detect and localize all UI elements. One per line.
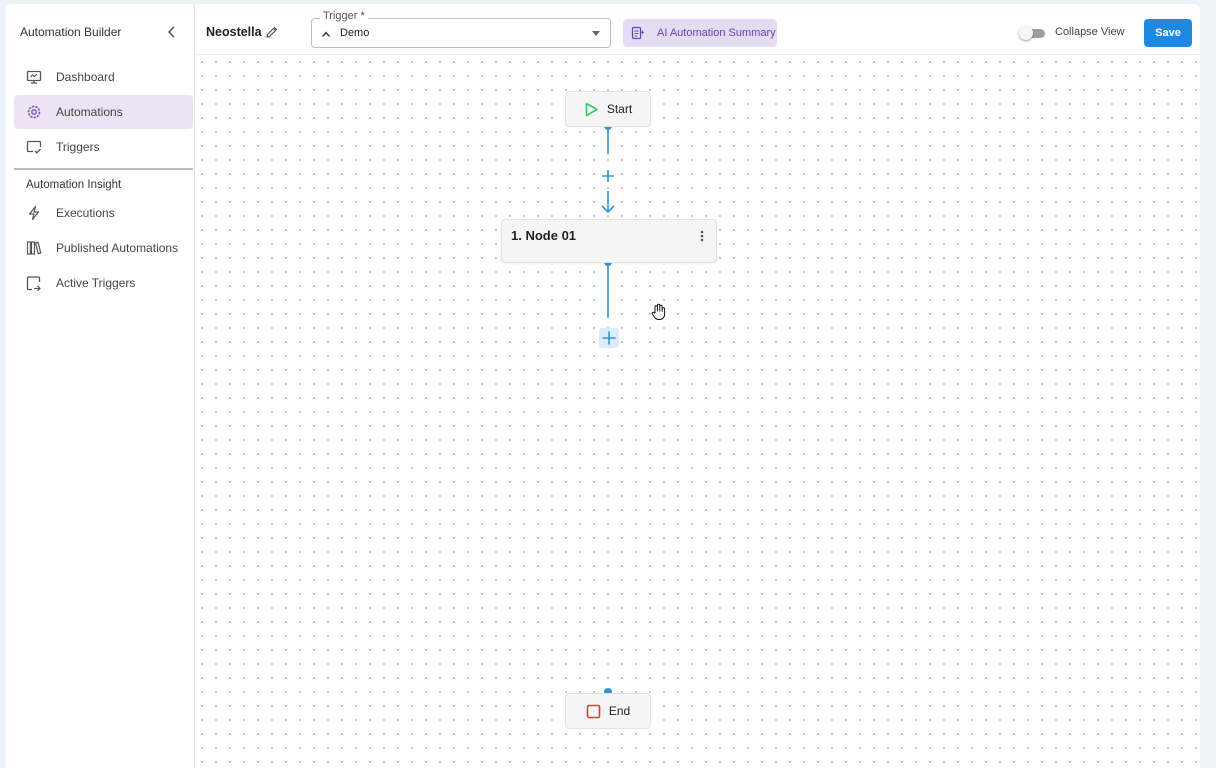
workflow-canvas[interactable]: Start 1. Node 01 End [195,55,1200,768]
node-menu-button[interactable] [696,228,708,244]
stop-icon [586,704,601,719]
dropdown-arrow-icon [592,31,600,36]
header-toolbar: Neostella Trigger * Demo AI Automation S… [195,4,1200,55]
start-node-label: Start [606,102,633,116]
more-vertical-icon [700,230,704,242]
sidebar-item-label: Dashboard [56,70,115,84]
end-node-label: End [608,704,631,718]
node-title: 1. Node 01 [511,228,577,243]
sidebar-item-automations[interactable]: Automations [14,95,193,129]
monitor-icon [26,69,42,85]
sidebar-section-title: Automation Insight [26,179,122,191]
sidebar-item-label: Triggers [56,140,100,154]
chevron-left-icon [167,26,175,38]
sidebar-item-triggers[interactable]: Triggers [14,130,193,164]
plus-icon [602,331,616,345]
collapse-view-label: Collapse View [1055,26,1125,38]
collapse-view-toggle[interactable] [1019,26,1047,40]
play-icon [584,102,599,117]
end-node[interactable]: End [565,693,651,729]
screen-check-icon [26,139,42,155]
sidebar-item-executions[interactable]: Executions [14,196,193,230]
project-name: Neostella [206,25,262,39]
automation-builder-app: Automation Builder Dashboard Automations… [6,4,1200,768]
arrow-down-icon [601,205,615,214]
document-sparkle-icon [631,26,645,40]
lightning-icon [26,205,42,221]
ai-automation-summary-label: AI Automation Summary [657,27,776,39]
plus-icon [602,170,614,182]
sidebar-divider [14,168,193,170]
sidebar-item-label: Active Triggers [56,276,136,290]
hand-cursor-icon [649,302,669,322]
sidebar-item-label: Published Automations [56,241,179,255]
toggle-track [1023,29,1045,38]
collapse-sidebar-button[interactable] [164,24,180,40]
save-button[interactable]: Save [1144,19,1192,47]
flow-connectors [601,122,615,696]
export-icon [26,275,42,291]
add-node-button[interactable] [599,328,619,348]
chevron-up-icon [320,27,332,39]
sidebar-item-label: Executions [56,206,115,220]
sidebar-item-active-triggers[interactable]: Active Triggers [14,266,193,300]
edit-name-button[interactable] [265,25,279,39]
trigger-select-value: Demo [340,27,370,39]
add-step-button[interactable] [599,167,617,185]
toggle-thumb [1019,26,1033,40]
ai-automation-summary-button[interactable]: AI Automation Summary [623,19,777,47]
sidebar-title: Automation Builder [20,25,122,39]
sidebar-item-label: Automations [56,105,123,119]
sidebar-item-published-automations[interactable]: Published Automations [14,231,193,265]
start-node[interactable]: Start [565,91,651,127]
sidebar-item-dashboard[interactable]: Dashboard [14,60,193,94]
trigger-field-label: Trigger * [320,10,368,22]
sidebar: Automation Builder Dashboard Automations… [6,4,195,768]
trigger-select[interactable]: Trigger * Demo [311,10,611,48]
pencil-icon [266,26,278,38]
gear-icon [26,104,42,120]
books-icon [26,240,42,256]
workflow-node[interactable]: 1. Node 01 [501,219,717,263]
